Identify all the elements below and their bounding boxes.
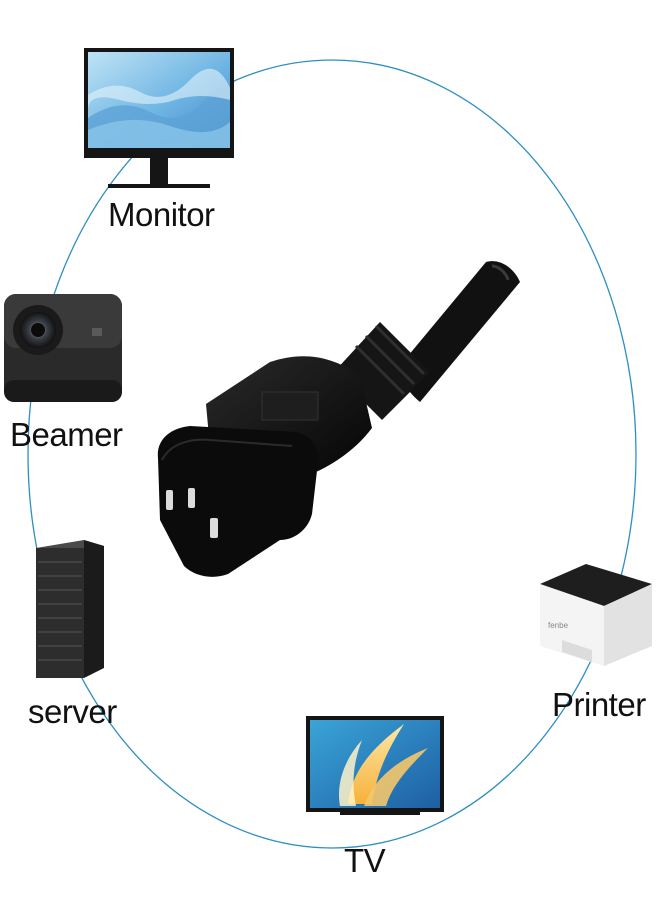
tv-icon	[306, 716, 444, 815]
connection-ring	[27, 59, 637, 849]
label-beamer: Beamer	[10, 416, 123, 453]
beamer-icon	[4, 294, 122, 402]
server-icon	[36, 540, 104, 678]
power-connector-icon	[157, 261, 520, 577]
printer-icon: fenbe	[540, 564, 652, 666]
label-server: server	[28, 693, 117, 730]
printer-brand: fenbe	[548, 621, 569, 630]
label-tv: TV	[344, 842, 386, 879]
label-monitor: Monitor	[108, 196, 215, 233]
monitor-icon	[84, 48, 234, 188]
label-printer: Printer	[552, 686, 646, 723]
